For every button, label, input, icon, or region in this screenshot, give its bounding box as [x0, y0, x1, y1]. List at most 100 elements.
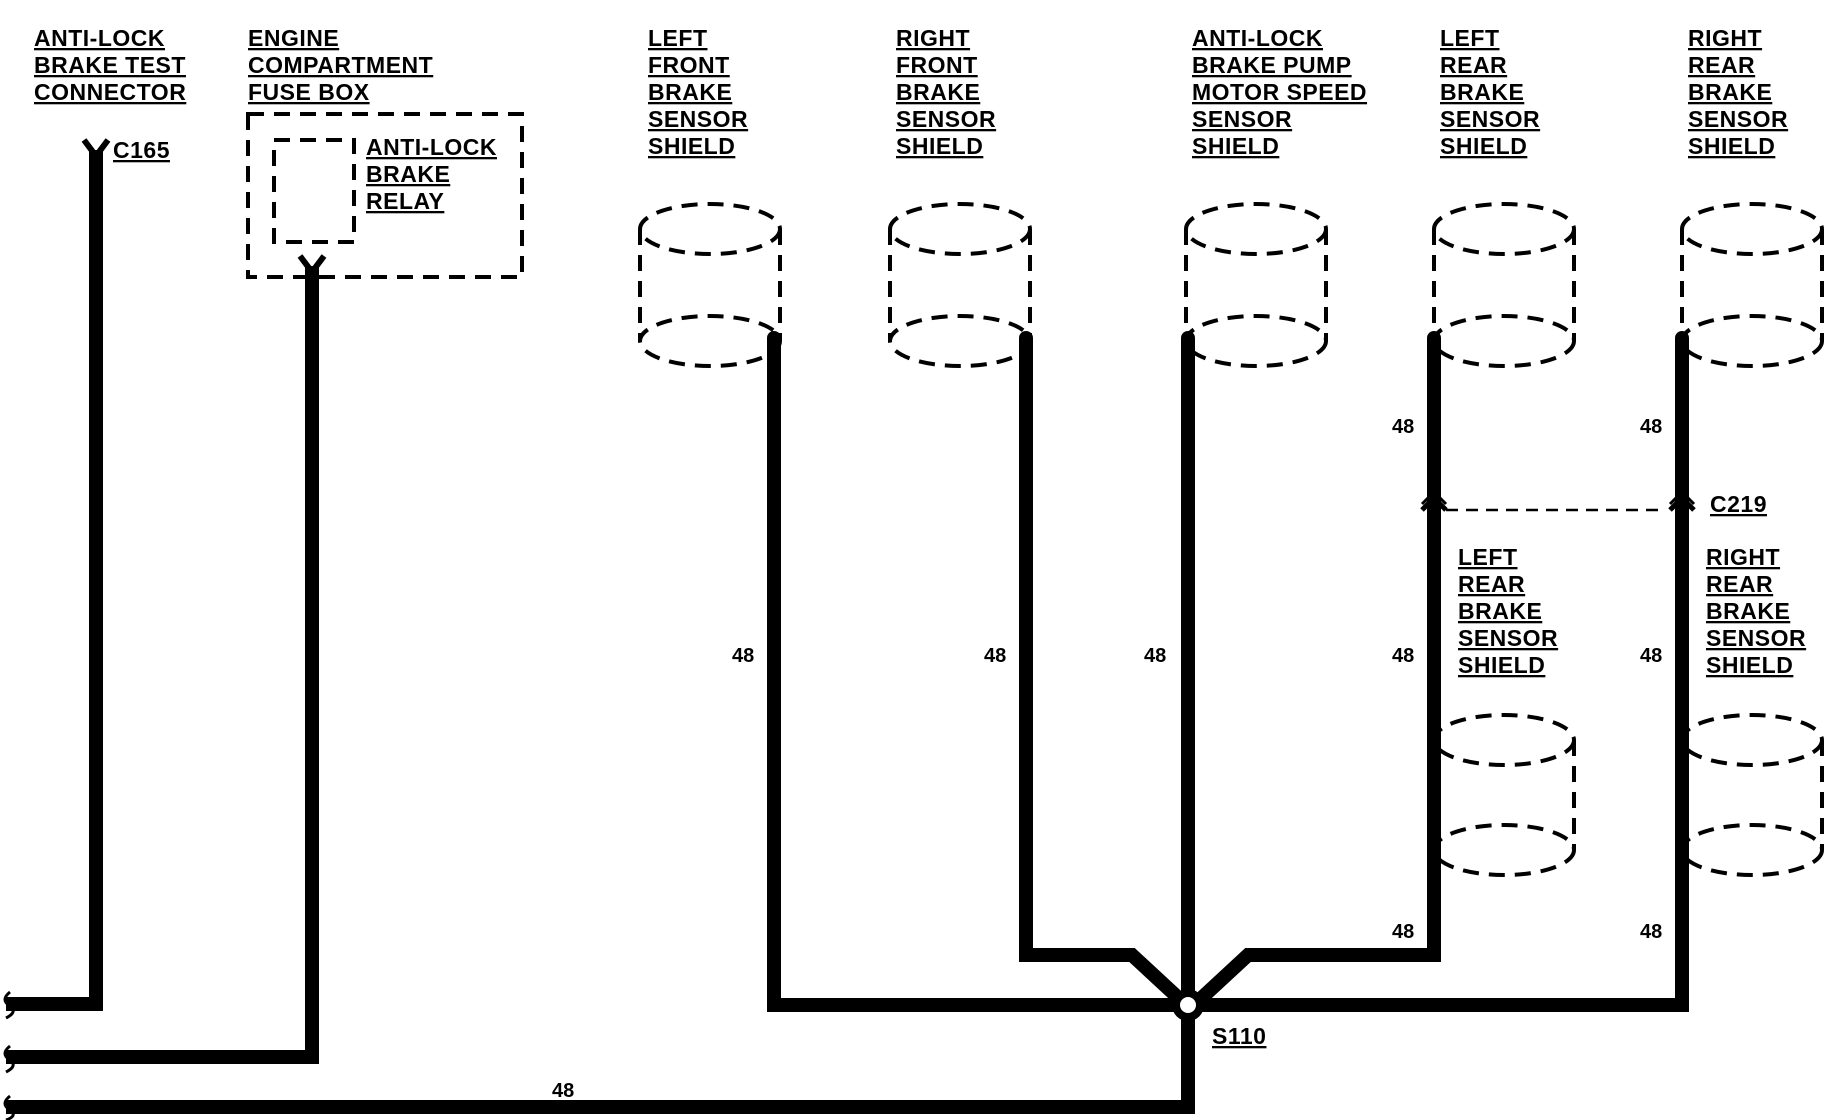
right-rear-shield-lower-line-4: SENSOR: [1706, 625, 1806, 651]
connector-c219-label: C219: [1710, 491, 1767, 517]
left-front-shield-line-4: SENSOR: [648, 106, 748, 132]
svg-text:BRAKE: BRAKE: [1458, 598, 1542, 624]
svg-text:ENGINE: ENGINE: [248, 25, 339, 51]
relay-outline: [272, 138, 356, 244]
right-rear-shield-lower-line-5: SHIELD: [1706, 652, 1793, 678]
left-front-shield-line-5: SHIELD: [648, 133, 735, 159]
abs-test-connector-line-3: CONNECTOR: [34, 79, 186, 105]
svg-text:LEFT: LEFT: [648, 25, 708, 51]
pump-motor-shield-line-2: BRAKE PUMP: [1192, 52, 1352, 78]
svg-text:BRAKE: BRAKE: [1440, 79, 1524, 105]
svg-text:SHIELD: SHIELD: [1192, 133, 1279, 159]
wire-label-left-front: 48: [732, 645, 754, 667]
wire-right-front: [1019, 338, 1191, 1011]
fuse-box-line-2: COMPARTMENT: [248, 52, 433, 78]
svg-text:FRONT: FRONT: [648, 52, 730, 78]
right-rear-shield-upper-label: RIGHT REAR BRAKE SENSOR SHIELD: [1688, 25, 1788, 159]
svg-text:RIGHT: RIGHT: [1706, 544, 1780, 570]
left-rear-shield-lower-line-3: BRAKE: [1458, 598, 1542, 624]
right-rear-shield-upper-symbol: [1680, 202, 1824, 368]
svg-text:SENSOR: SENSOR: [648, 106, 748, 132]
pump-motor-shield-line-5: SHIELD: [1192, 133, 1279, 159]
svg-text:SENSOR: SENSOR: [1440, 106, 1540, 132]
right-rear-shield-lower-line-3: BRAKE: [1706, 598, 1790, 624]
svg-text:SENSOR: SENSOR: [1192, 106, 1292, 132]
left-rear-shield-upper-line-1: LEFT: [1440, 25, 1500, 51]
relay-line-1: ANTI-LOCK: [366, 134, 497, 160]
right-front-shield-symbol: [888, 202, 1032, 368]
svg-text:RIGHT: RIGHT: [896, 25, 970, 51]
splice-s110-label: S110: [1212, 1023, 1266, 1049]
left-rear-shield-lower-symbol: [1432, 713, 1576, 877]
pump-motor-shield-line-4: SENSOR: [1192, 106, 1292, 132]
left-rear-shield-lower-line-4: SENSOR: [1458, 625, 1558, 651]
svg-text:REAR: REAR: [1706, 571, 1773, 597]
left-front-shield-label: LEFT FRONT BRAKE SENSOR SHIELD: [648, 25, 748, 159]
left-rear-shield-upper-label: LEFT REAR BRAKE SENSOR SHIELD: [1440, 25, 1540, 159]
connector-c219-symbol: [1420, 489, 1696, 512]
svg-text:REAR: REAR: [1688, 52, 1755, 78]
left-front-shield-line-2: FRONT: [648, 52, 730, 78]
wire-label-right-rear-top: 48: [1640, 416, 1662, 438]
fuse-box-line-1: ENGINE: [248, 25, 339, 51]
svg-text:SHIELD: SHIELD: [1458, 652, 1545, 678]
right-front-shield-line-5: SHIELD: [896, 133, 983, 159]
right-rear-shield-lower-line-2: REAR: [1706, 571, 1773, 597]
left-front-shield-symbol: [638, 202, 782, 368]
right-front-shield-line-4: SENSOR: [896, 106, 996, 132]
fuse-box-line-3: FUSE BOX: [248, 79, 370, 105]
pump-motor-shield-symbol: [1184, 202, 1328, 368]
right-rear-shield-lower-symbol: [1680, 713, 1824, 877]
svg-text:BRAKE: BRAKE: [1688, 79, 1772, 105]
svg-text:FUSE BOX: FUSE BOX: [248, 79, 370, 105]
svg-text:REAR: REAR: [1440, 52, 1507, 78]
connector-c165-label: C165: [113, 137, 170, 163]
svg-text:SENSOR: SENSOR: [896, 106, 996, 132]
left-rear-shield-lower-line-5: SHIELD: [1458, 652, 1545, 678]
svg-text:BRAKE: BRAKE: [648, 79, 732, 105]
junction-dots: [767, 331, 1689, 859]
left-rear-shield-upper-line-5: SHIELD: [1440, 133, 1527, 159]
pump-motor-shield-line-3: MOTOR SPEED: [1192, 79, 1367, 105]
svg-text:ANTI-LOCK: ANTI-LOCK: [34, 25, 165, 51]
right-rear-shield-lower-label: RIGHT REAR BRAKE SENSOR SHIELD: [1706, 544, 1806, 678]
fuse-box-outline: [246, 112, 524, 279]
svg-text:SENSOR: SENSOR: [1688, 106, 1788, 132]
wire-label-right-front: 48: [984, 645, 1006, 667]
svg-text:RIGHT: RIGHT: [1688, 25, 1762, 51]
right-front-shield-line-3: BRAKE: [896, 79, 980, 105]
abs-test-connector-label: ANTI-LOCK BRAKE TEST CONNECTOR: [34, 25, 186, 105]
abs-test-connector-line-1: ANTI-LOCK: [34, 25, 165, 51]
left-rear-shield-upper-line-4: SENSOR: [1440, 106, 1540, 132]
fuse-box-label: ENGINE COMPARTMENT FUSE BOX: [248, 25, 433, 105]
wire-test-connector: [6, 150, 103, 1011]
wire-relay: [6, 266, 319, 1064]
svg-text:ANTI-LOCK: ANTI-LOCK: [1192, 25, 1323, 51]
wire-left-front: [767, 338, 1184, 1012]
svg-text:LEFT: LEFT: [1458, 544, 1518, 570]
right-rear-shield-upper-line-4: SENSOR: [1688, 106, 1788, 132]
svg-text:SENSOR: SENSOR: [1458, 625, 1558, 651]
right-rear-shield-lower-line-1: RIGHT: [1706, 544, 1780, 570]
svg-text:MOTOR SPEED: MOTOR SPEED: [1192, 79, 1367, 105]
svg-text:REAR: REAR: [1458, 571, 1525, 597]
wire-right-rear: [1196, 338, 1689, 1012]
svg-text:SHIELD: SHIELD: [1688, 133, 1775, 159]
svg-text:LEFT: LEFT: [1440, 25, 1500, 51]
left-rear-shield-upper-line-2: REAR: [1440, 52, 1507, 78]
right-rear-shield-upper-line-1: RIGHT: [1688, 25, 1762, 51]
relay-line-2: BRAKE: [366, 161, 450, 187]
right-front-shield-label: RIGHT FRONT BRAKE SENSOR SHIELD: [896, 25, 996, 159]
left-rear-shield-lower-line-1: LEFT: [1458, 544, 1518, 570]
splice-s110-symbol: [1172, 989, 1204, 1021]
left-front-shield-line-3: BRAKE: [648, 79, 732, 105]
right-rear-shield-upper-line-5: SHIELD: [1688, 133, 1775, 159]
wire-label-ground-bottom: 48: [552, 1080, 574, 1102]
pump-motor-shield-label: ANTI-LOCK BRAKE PUMP MOTOR SPEED SENSOR …: [1192, 25, 1367, 159]
wire-label-right-rear-mid: 48: [1640, 645, 1662, 667]
right-rear-shield-upper-line-2: REAR: [1688, 52, 1755, 78]
svg-text:BRAKE: BRAKE: [896, 79, 980, 105]
wire-label-left-rear-top: 48: [1392, 416, 1414, 438]
left-rear-shield-upper-symbol: [1432, 202, 1576, 368]
